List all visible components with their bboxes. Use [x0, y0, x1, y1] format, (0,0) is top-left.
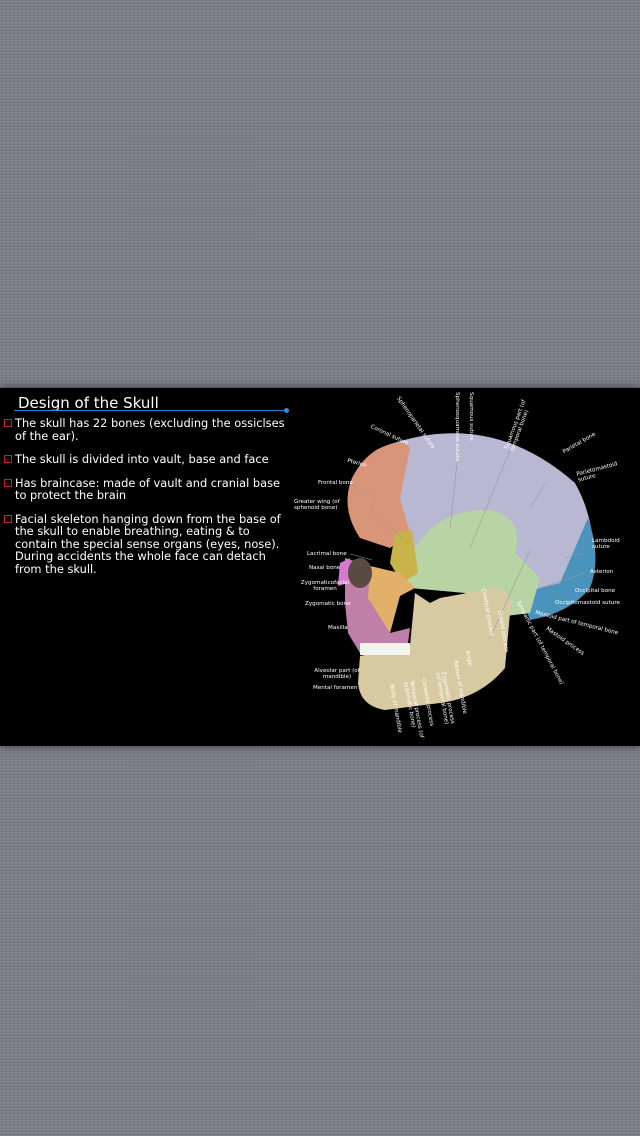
label-zygomatic-bone: Zygomatic bone	[305, 601, 351, 607]
square-bullet-icon	[4, 478, 12, 487]
label-sphenosquamous-suture: Sphenosquamous suture	[454, 392, 460, 462]
bullet-item: The skull has 22 bones (excluding the os…	[4, 417, 294, 442]
title-underline-dot	[284, 408, 289, 413]
label-greater-wing: Greater wing (of sphenoid bone)	[294, 499, 340, 511]
title-underline	[14, 410, 286, 411]
bullet-text: The skull has 22 bones (excluding the os…	[15, 416, 285, 443]
label-occipitomastoid-suture: Occipitomastoid suture	[555, 600, 620, 606]
label-alveolar-part: Alveolar part (of mandible)	[314, 668, 360, 680]
bullet-list: The skull has 22 bones (excluding the os…	[4, 417, 294, 586]
bullet-item: The skull is divided into vault, base an…	[4, 453, 294, 466]
slide: Design of the Skull The skull has 22 bon…	[0, 388, 640, 746]
bullet-item: Has braincase: made of vault and cranial…	[4, 475, 294, 502]
label-maxilla: Maxilla	[328, 625, 348, 631]
label-mental-foramen: Mental foramen	[313, 685, 358, 691]
label-squamous-suture: Squamous suture	[468, 392, 474, 441]
label-lacrimal-bone: Lacrimal bone	[307, 551, 347, 557]
square-bullet-icon	[4, 455, 12, 463]
label-lambdoid-suture: Lambdoid suture	[592, 538, 620, 550]
bullet-text: Has braincase: made of vault and cranial…	[15, 475, 281, 502]
label-occipital-bone: Occipital bone	[575, 588, 616, 594]
label-asterion: Asterion	[590, 569, 614, 575]
square-bullet-icon	[4, 419, 12, 427]
skull-illustration	[338, 433, 596, 710]
bullet-text: Facial skeleton hanging down from the ba…	[15, 511, 281, 576]
skull-diagram: Coronal suture Sphenoparietal suture Sph…	[290, 388, 640, 746]
square-bullet-icon	[4, 514, 12, 523]
label-nasal-bone: Nasal bone	[309, 565, 341, 571]
slide-title: Design of the Skull	[18, 394, 159, 412]
label-zygomaticofacial-foramen: Zygomaticofacial foramen	[300, 580, 350, 592]
bullet-text: The skull is divided into vault, base an…	[15, 452, 269, 466]
bullet-item: Facial skeleton hanging down from the ba…	[4, 511, 294, 576]
label-frontal-bone: Frontal bone	[318, 480, 353, 486]
